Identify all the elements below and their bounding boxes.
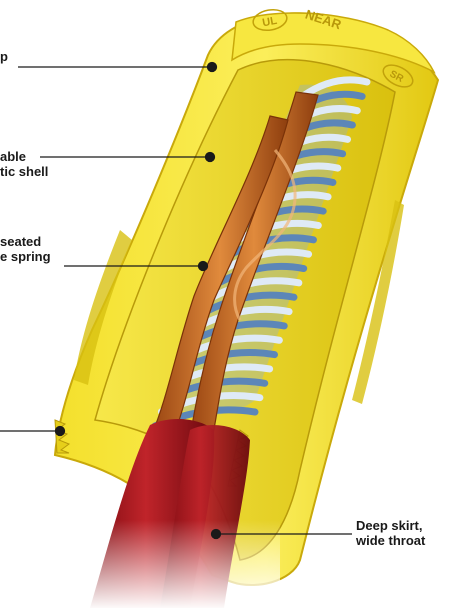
leader-dot-shell [206,153,215,162]
callout-cap: p [0,49,8,64]
callout-skirt: Deep skirt, wide throat [356,518,425,548]
callout-skirt-line-1: Deep skirt, [356,518,425,533]
callout-spring-line-2: e spring [0,249,51,264]
callout-shell-line-2: tic shell [0,164,48,179]
leader-dot-ribs [56,427,65,436]
callout-shell: able tic shell [0,149,48,179]
callout-cap-line-1: p [0,49,8,64]
callout-spring-line-1: seated [0,234,51,249]
callout-spring: seated e spring [0,234,51,264]
cap-marking-ul: UL [261,15,278,29]
callout-shell-line-1: able [0,149,48,164]
callout-skirt-line-2: wide throat [356,533,425,548]
leader-dot-skirt [212,530,221,539]
leader-dot-cap [208,63,217,72]
leader-dot-spring [199,262,208,271]
